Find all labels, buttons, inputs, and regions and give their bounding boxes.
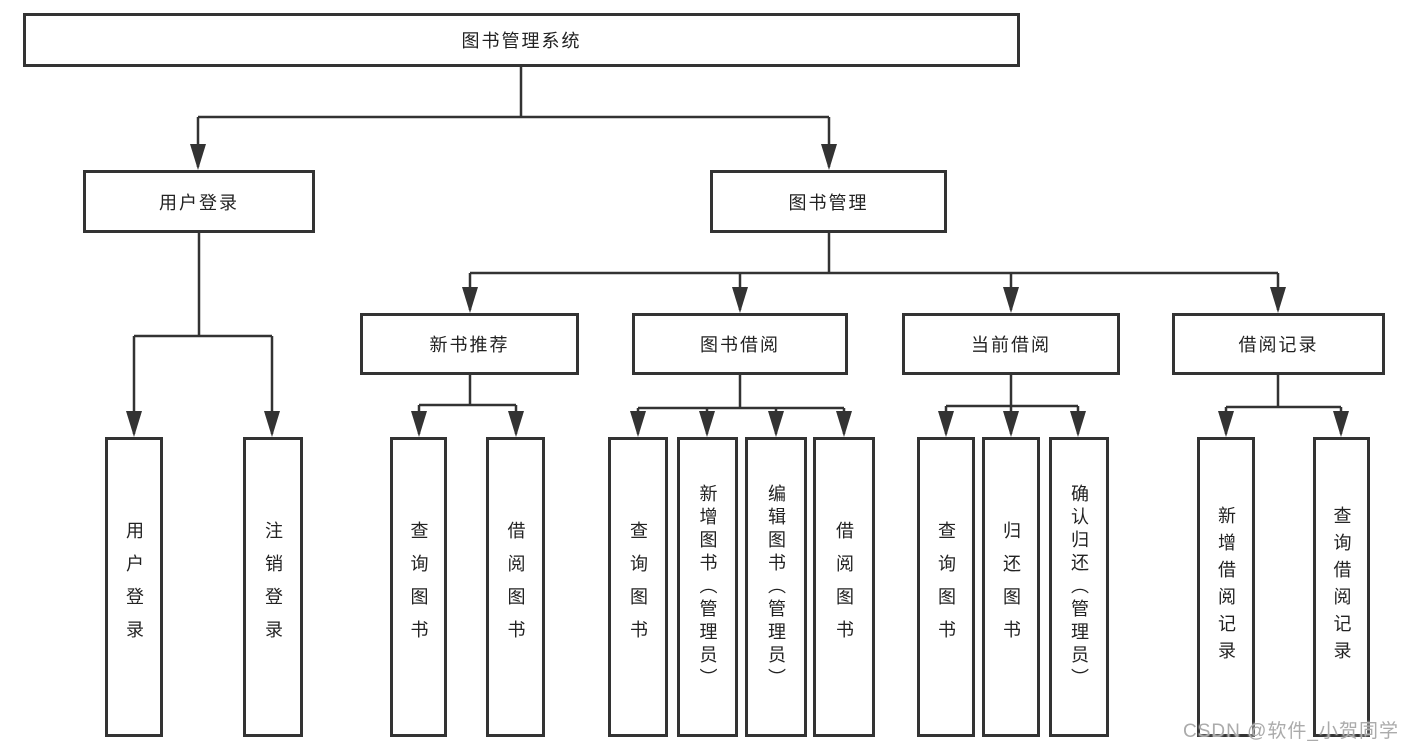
leaf-user-login: 用户登录 <box>105 437 163 737</box>
leaf-query-books-recommend: 查询图书 <box>390 437 447 737</box>
node-current-borrow: 当前借阅 <box>902 313 1120 375</box>
leaf-confirm-return-admin: 确认归还（管理员） <box>1049 437 1109 737</box>
node-book-borrow: 图书借阅 <box>632 313 848 375</box>
node-borrow-records: 借阅记录 <box>1172 313 1385 375</box>
leaf-return-books: 归还图书 <box>982 437 1040 737</box>
leaf-query-books-borrow: 查询图书 <box>608 437 668 737</box>
leaf-add-borrow-record: 新增借阅记录 <box>1197 437 1255 737</box>
leaf-add-books-admin: 新增图书（管理员） <box>677 437 738 737</box>
csdn-watermark: CSDN @软件_小贺同学 <box>1183 721 1399 742</box>
node-book-management: 图书管理 <box>710 170 947 233</box>
node-new-book-recommend: 新书推荐 <box>360 313 579 375</box>
node-user-login: 用户登录 <box>83 170 315 233</box>
leaf-borrow-books: 借阅图书 <box>813 437 875 737</box>
leaf-borrow-books-recommend: 借阅图书 <box>486 437 545 737</box>
node-root-system: 图书管理系统 <box>23 13 1020 67</box>
leaf-query-books-current: 查询图书 <box>917 437 975 737</box>
leaf-query-borrow-record: 查询借阅记录 <box>1313 437 1370 737</box>
leaf-edit-books-admin: 编辑图书（管理员） <box>745 437 807 737</box>
leaf-logout: 注销登录 <box>243 437 303 737</box>
